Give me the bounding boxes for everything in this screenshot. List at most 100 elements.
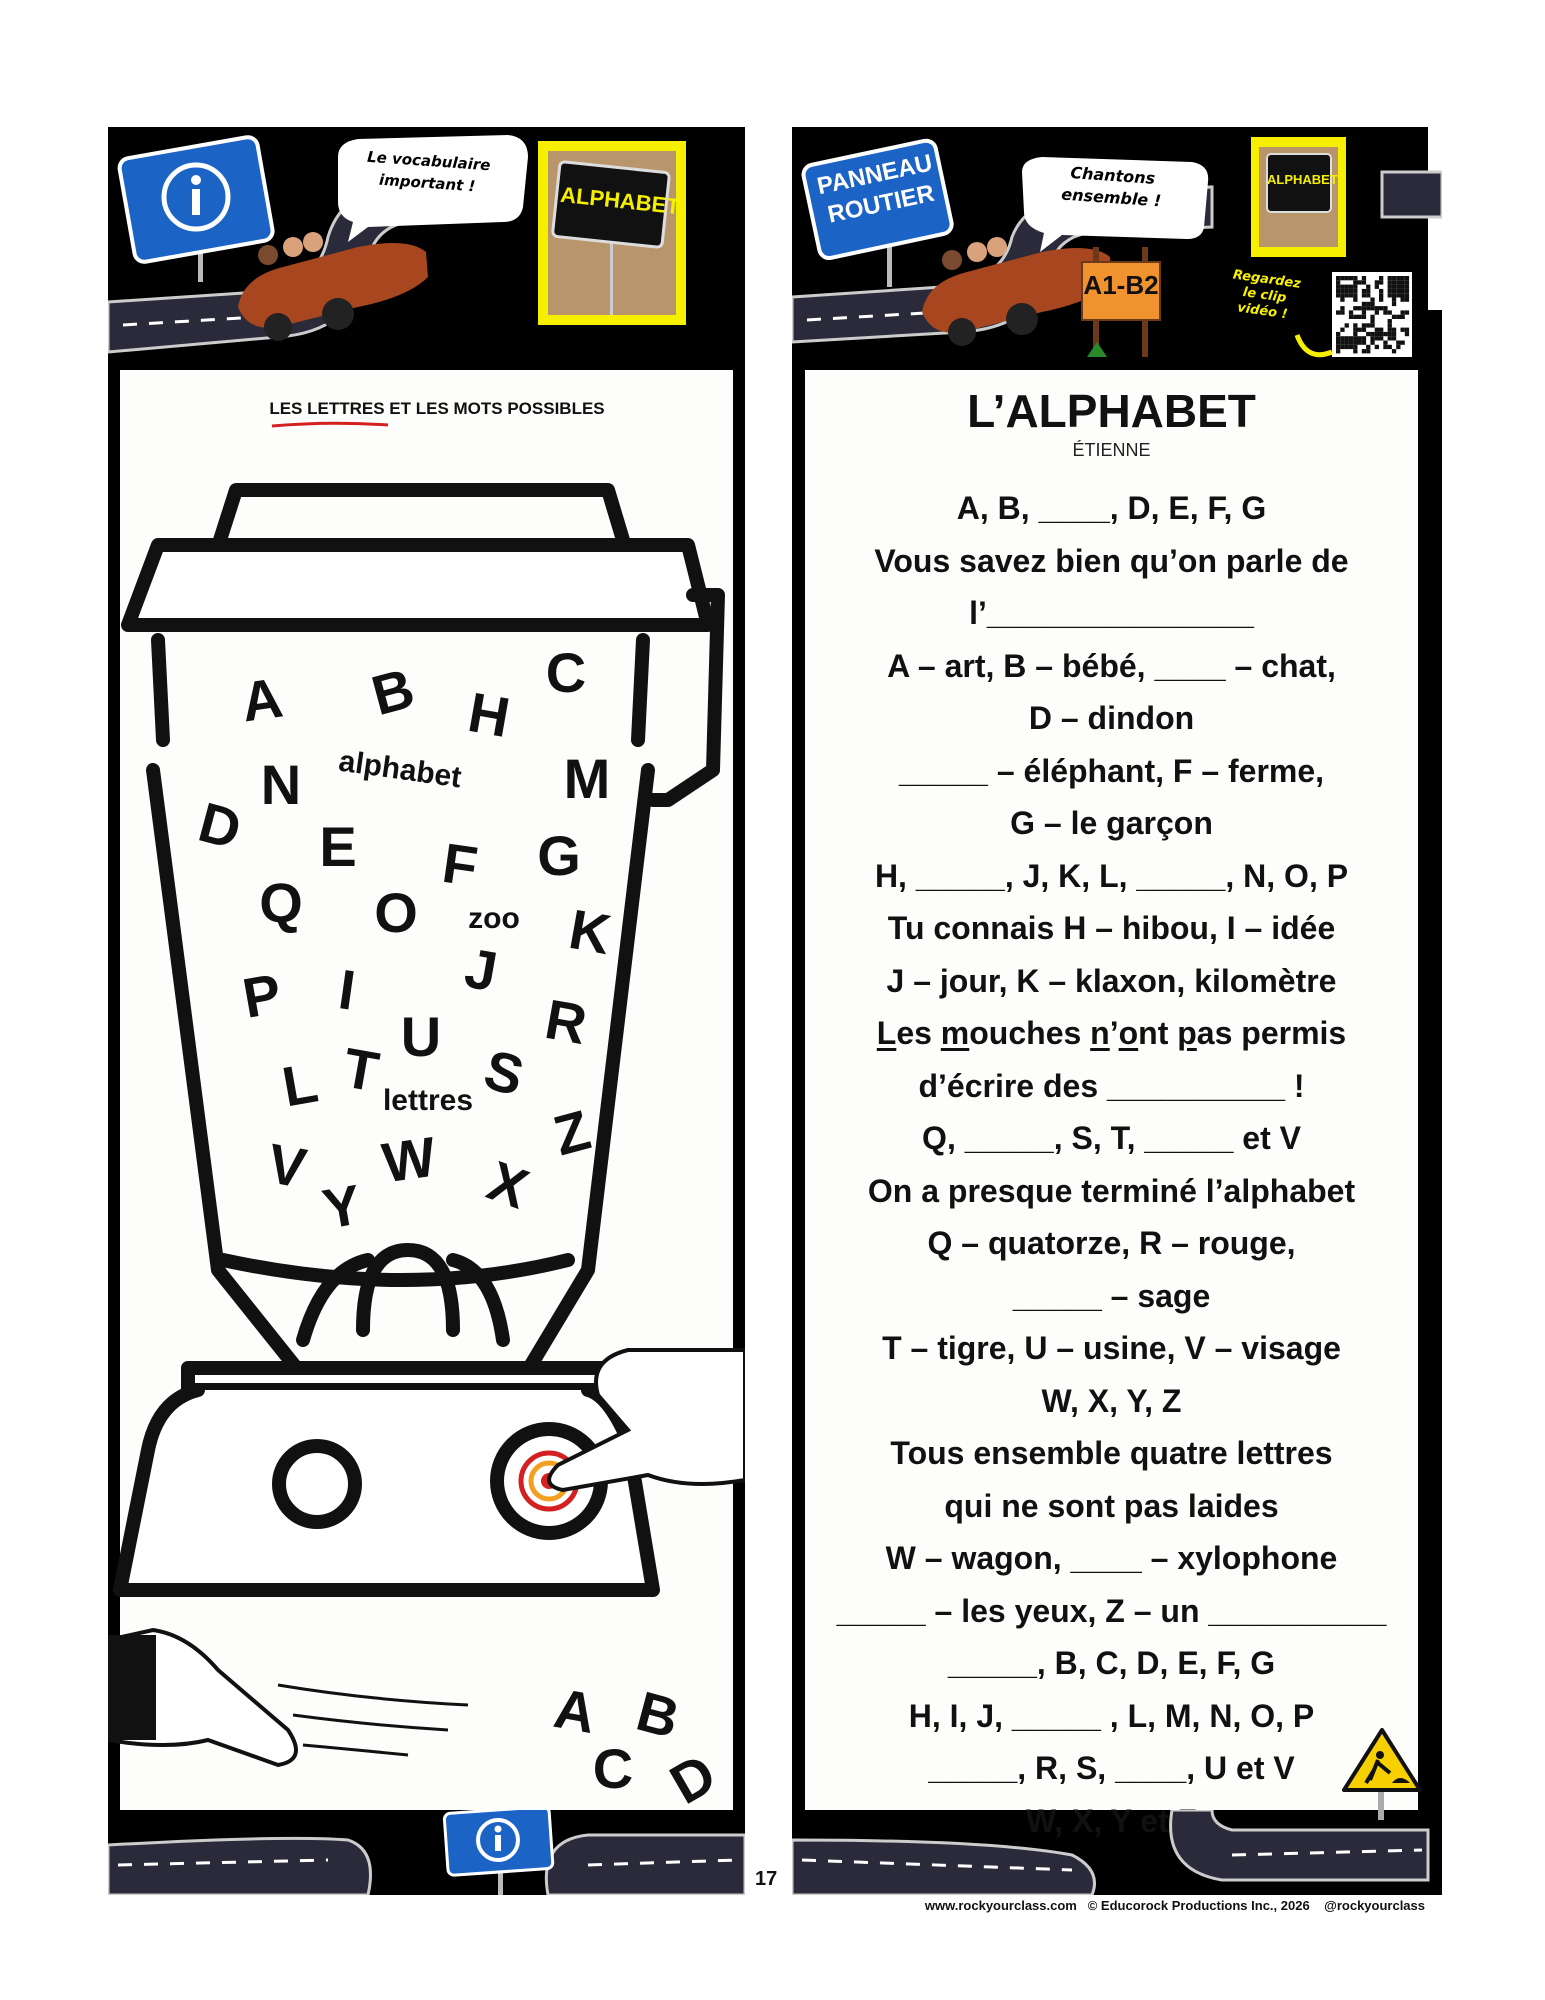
qr-module — [1353, 280, 1358, 285]
qr-module — [1391, 331, 1397, 337]
lyric-line: _____ – éléphant, F – ferme, — [898, 752, 1325, 789]
qr-module — [1370, 319, 1375, 324]
qr-module — [1391, 349, 1397, 354]
lyric-line: H, I, J, _____ , L, M, N, O, P — [908, 1697, 1315, 1734]
qr-module — [1400, 327, 1405, 332]
qr-module — [1348, 336, 1354, 341]
left-footer-road — [108, 1810, 745, 1895]
blender-letter: G — [537, 824, 581, 887]
qr-module — [1353, 340, 1358, 345]
qr-module — [1383, 340, 1388, 345]
qr-module — [1344, 340, 1349, 345]
qr-module — [1357, 327, 1362, 332]
blender-letter: W — [378, 1124, 440, 1195]
qr-module — [1404, 297, 1410, 302]
qr-module — [1387, 336, 1392, 341]
qr-module — [1357, 314, 1362, 319]
lyric-line: _____ – sage — [1012, 1277, 1211, 1314]
qr-module — [1348, 293, 1354, 298]
qr-module — [1391, 293, 1397, 298]
qr-module — [1404, 331, 1410, 337]
qr-module — [1361, 349, 1367, 354]
pointing-hand-icon — [547, 1348, 745, 1493]
qr-module — [1379, 293, 1384, 298]
lyric-segment: p — [1177, 1015, 1197, 1051]
qr-module — [1396, 340, 1401, 345]
lyric-segment: L — [876, 1015, 897, 1051]
qr-module — [1336, 340, 1341, 345]
qr-module — [1348, 288, 1354, 294]
right-alphabet-sign-label: ALPHABET — [1267, 172, 1338, 187]
lyric-line: H, _____, J, K, L, _____, N, O, P — [874, 857, 1349, 894]
level-sign-label: A1-B2 — [1083, 270, 1159, 300]
qr-module — [1340, 340, 1345, 345]
qr-module — [1357, 280, 1362, 285]
qr-module — [1404, 310, 1410, 315]
qr-module — [1404, 276, 1410, 281]
lyric-line: Les mouches n’ont pas permis — [805, 1007, 1418, 1060]
footer-handle[interactable]: @rockyourclass — [1324, 1898, 1425, 1913]
qr-module — [1370, 301, 1375, 307]
qr-module — [1379, 331, 1384, 337]
lyric-segment: o — [1118, 1015, 1139, 1051]
qr-module — [1387, 344, 1392, 350]
lyric-line: Q, _____, S, T, _____ et V — [922, 1120, 1301, 1156]
qr-module — [1374, 327, 1379, 332]
lyric-line: T – tigre, U – usine, V – visage — [882, 1330, 1341, 1366]
blender-letter: A — [237, 665, 287, 734]
qr-module — [1387, 293, 1392, 298]
qr-module — [1340, 276, 1345, 281]
qr-module — [1374, 284, 1379, 289]
lyric-line: qui ne sont pas laides — [944, 1487, 1279, 1524]
blender-word: zoo — [468, 902, 520, 935]
section-title: LES LETTRES ET LES MOTS POSSIBLES — [269, 399, 605, 418]
qr-module — [1379, 327, 1384, 332]
qr-module — [1387, 323, 1392, 328]
footer-website[interactable]: www.rockyourclass.com — [924, 1898, 1077, 1913]
qr-module — [1353, 284, 1358, 289]
qr-module — [1340, 310, 1345, 315]
qr-module — [1391, 276, 1397, 281]
lyric-line: d’écrire des __________ ! — [918, 1067, 1305, 1104]
lyric-segment: as permis — [1196, 1015, 1347, 1051]
qr-module — [1366, 323, 1371, 328]
footer: www.rockyourclass.com © Educorock Produc… — [800, 1898, 1425, 1913]
qr-module — [1391, 314, 1397, 319]
qr-module — [1357, 306, 1362, 311]
blender-letter: N — [260, 753, 302, 816]
qr-module — [1348, 276, 1354, 281]
qr-module — [1353, 288, 1358, 294]
qr-module — [1379, 297, 1384, 302]
road-sign-icon — [801, 138, 954, 287]
qr-module — [1344, 336, 1349, 341]
blender-letter: C — [545, 641, 587, 704]
qr-module — [1370, 306, 1375, 311]
qr-module — [1366, 288, 1371, 294]
blender-letter: Q — [259, 871, 303, 934]
qr-module — [1391, 301, 1397, 307]
qr-module — [1396, 344, 1401, 350]
qr-module — [1370, 331, 1375, 337]
qr-module — [1370, 297, 1375, 302]
qr-module — [1400, 340, 1405, 345]
car-icon — [922, 237, 1112, 346]
qr-module — [1336, 336, 1341, 341]
lyric-line: D – dindon — [1028, 700, 1195, 736]
qr-module — [1336, 344, 1341, 350]
qr-module — [1374, 306, 1379, 311]
blender-letter: O — [374, 881, 418, 944]
qr-module — [1379, 336, 1384, 341]
lyric-segment: n — [1090, 1015, 1110, 1051]
qr-module — [1353, 323, 1358, 328]
qr-module — [1336, 310, 1341, 315]
qr-module — [1361, 336, 1367, 341]
qr-module — [1340, 288, 1345, 294]
qr-module — [1391, 280, 1397, 285]
qr-module — [1370, 323, 1375, 328]
lyric-line: G – le garçon — [1010, 805, 1213, 841]
qr-module — [1383, 306, 1388, 311]
qr-module — [1374, 344, 1379, 350]
qr-module — [1361, 288, 1367, 294]
qr-module — [1383, 331, 1388, 337]
